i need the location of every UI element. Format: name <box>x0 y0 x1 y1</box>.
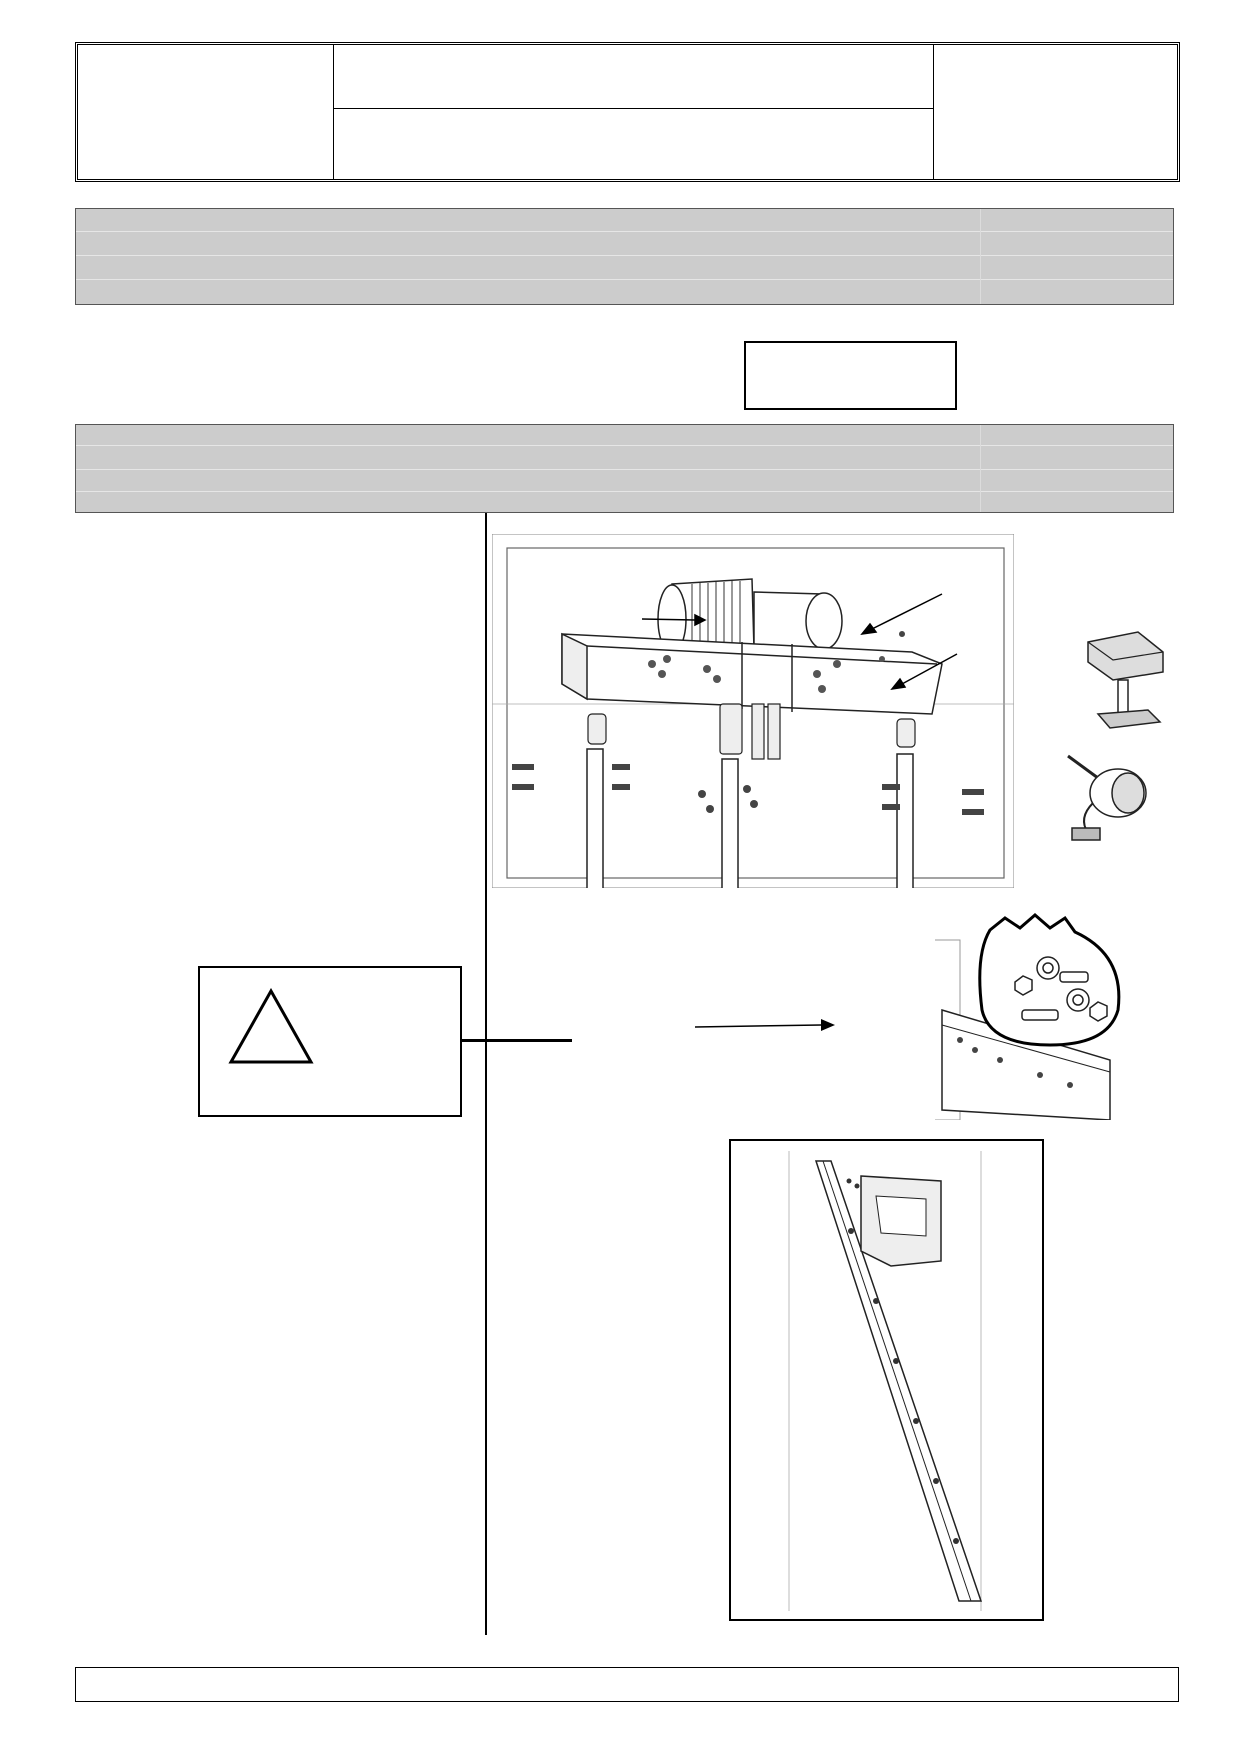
header-table <box>75 42 1180 182</box>
header-title-bottom <box>334 109 933 179</box>
warning-triangle-icon <box>228 988 314 1064</box>
section-banner-2 <box>75 424 1174 513</box>
header-right-cell <box>934 45 1177 179</box>
column-divider <box>485 513 487 1635</box>
section-banner-1 <box>75 208 1174 305</box>
header-logo-cell <box>78 45 334 179</box>
header-title-top <box>334 45 933 109</box>
caution-leader-line <box>462 1039 572 1042</box>
pointer-arrow-icon <box>695 1019 835 1031</box>
footer-bar <box>75 1667 1179 1702</box>
machine-assembly-diagram <box>492 534 1014 888</box>
guide-rail <box>788 1151 983 1611</box>
caution-box <box>198 966 462 1117</box>
sensor-part <box>1067 754 1147 841</box>
header-title-cell <box>334 45 934 179</box>
fastener-bag <box>935 913 1121 1120</box>
guide-rail-figure <box>729 1139 1044 1621</box>
bracket-part <box>1087 631 1164 729</box>
reference-box <box>744 341 957 410</box>
